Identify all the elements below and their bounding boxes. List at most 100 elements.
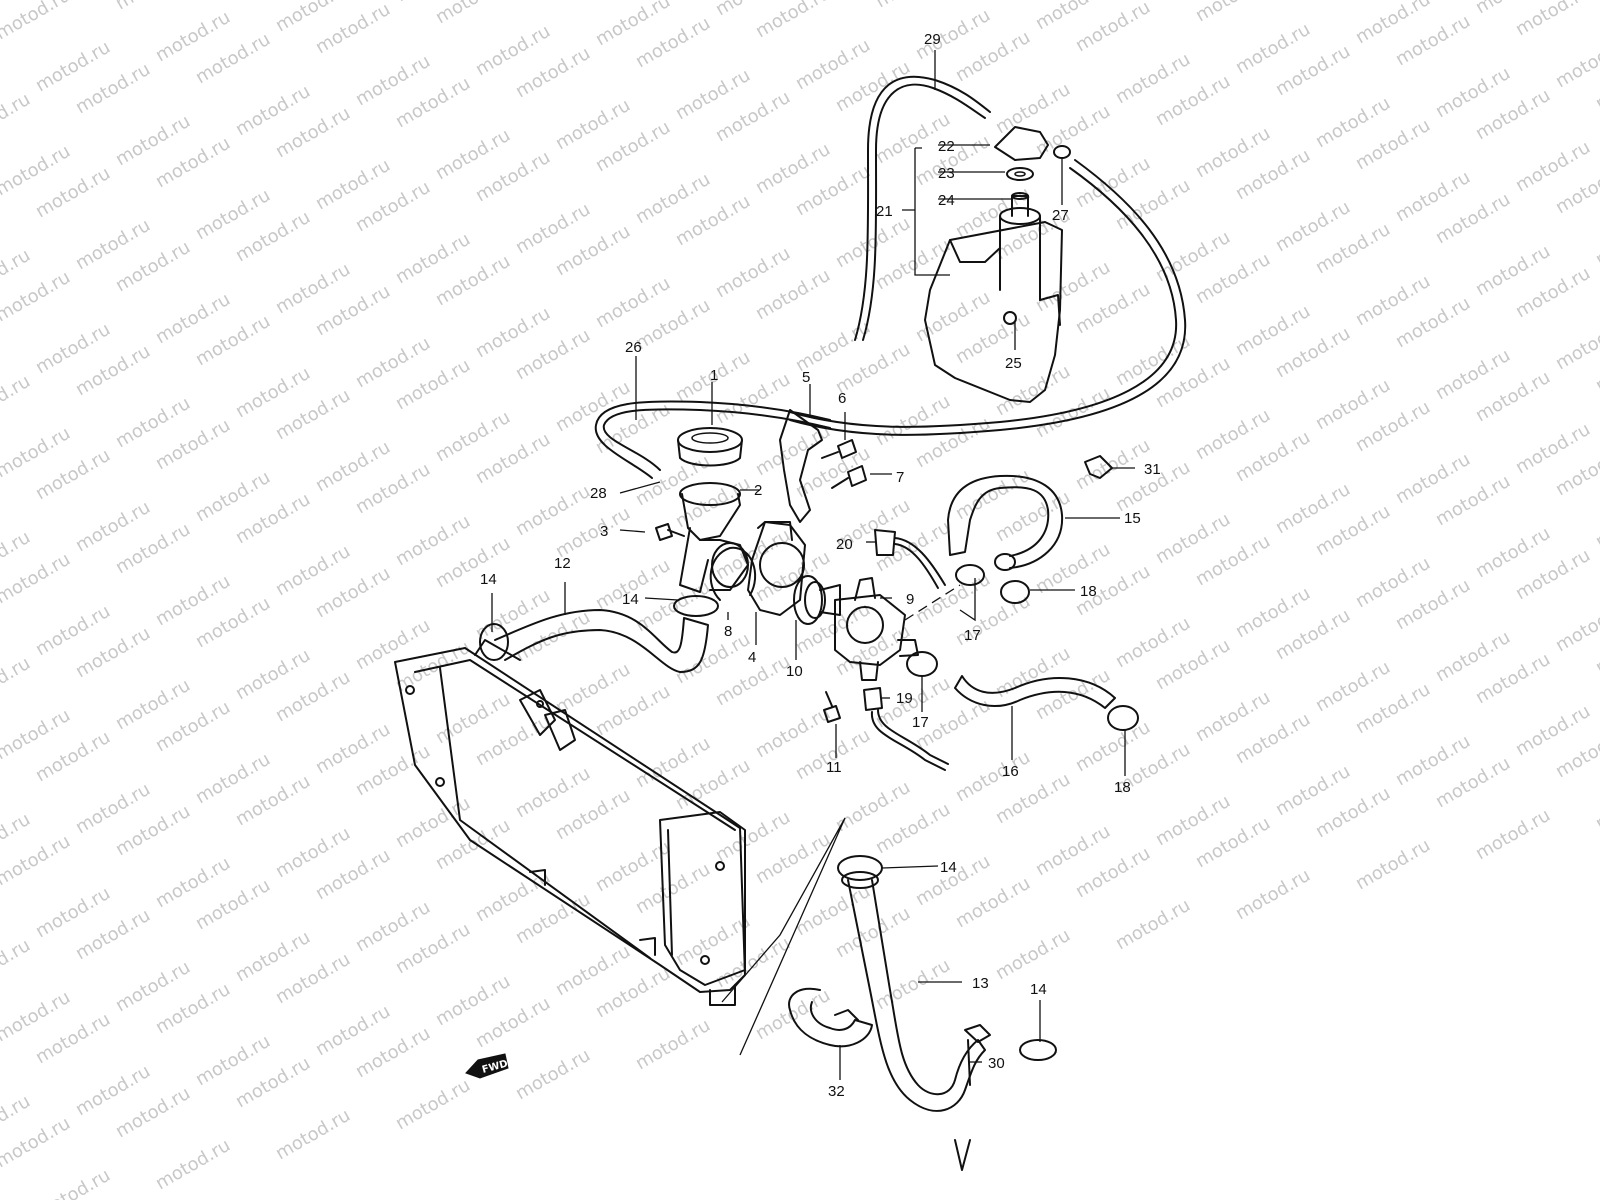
bolt bbox=[821, 439, 857, 459]
callout-24: 24 bbox=[938, 192, 955, 209]
watermark-text: motod.ru bbox=[752, 0, 834, 42]
hose-clamp bbox=[673, 595, 719, 617]
filler-neck bbox=[679, 482, 749, 593]
callout-7: 7 bbox=[896, 469, 904, 486]
callout-17: 17 bbox=[964, 627, 981, 644]
callout-14d: 14 bbox=[1030, 981, 1047, 998]
hose-protector bbox=[788, 987, 873, 1048]
callout-2: 2 bbox=[754, 482, 762, 499]
callout-30: 30 bbox=[988, 1055, 1005, 1072]
callout-22: 22 bbox=[938, 138, 955, 155]
callout-28: 28 bbox=[590, 485, 607, 502]
watermark-text: motod.ru bbox=[1472, 805, 1554, 864]
watermark-text: motod.ru bbox=[1112, 895, 1194, 954]
watermark-text: motod.ru bbox=[0, 89, 34, 148]
watermark-text: motod.ru bbox=[1552, 33, 1600, 92]
watermark-text: motod.ru bbox=[0, 371, 34, 430]
hose-clamp bbox=[837, 855, 883, 881]
callout-11: 11 bbox=[826, 759, 842, 776]
watermark-text: motod.ru bbox=[632, 1015, 714, 1074]
radiator-hose bbox=[494, 609, 709, 673]
callout-18: 18 bbox=[1080, 583, 1097, 600]
watermark-text: motod.ru bbox=[872, 0, 954, 12]
watermark-text: motod.ru bbox=[0, 0, 74, 44]
callout-8: 8 bbox=[724, 623, 732, 640]
hose-clamp bbox=[906, 651, 938, 677]
callout-16: 16 bbox=[1002, 763, 1019, 780]
callout-32: 32 bbox=[828, 1083, 845, 1100]
callout-18b: 18 bbox=[1114, 779, 1131, 796]
watermark-text: motod.ru bbox=[1192, 0, 1274, 26]
callout-19: 19 bbox=[896, 690, 913, 707]
bracket bbox=[779, 409, 823, 523]
assembly-line bbox=[904, 584, 961, 621]
watermark-text: motod.ru bbox=[1592, 211, 1600, 270]
watermark-text: motod.ru bbox=[1232, 865, 1314, 924]
thermostat-cover bbox=[747, 521, 806, 616]
callout-numbers: 1 2 3 4 5 6 7 8 9 10 11 12 13 14 14 14 1… bbox=[480, 31, 1161, 1100]
radiator bbox=[394, 639, 746, 1006]
hose bbox=[602, 408, 831, 471]
callout-6: 6 bbox=[838, 390, 846, 407]
callout-21: 21 bbox=[876, 203, 893, 220]
callout-29: 29 bbox=[924, 31, 941, 48]
watermark-text: motod.ru bbox=[512, 1045, 594, 1104]
watermark-text: motod.ru bbox=[1592, 775, 1600, 834]
callout-1: 1 bbox=[710, 367, 718, 384]
overflow-hose bbox=[789, 159, 1187, 436]
leader-lines bbox=[491, 50, 1135, 1080]
forward-arrow-icon: FWD bbox=[465, 1053, 509, 1079]
callout-3: 3 bbox=[600, 523, 608, 540]
callout-15: 15 bbox=[1124, 510, 1141, 527]
watermark-text: motod.ru bbox=[0, 653, 34, 712]
hose-clamp bbox=[1000, 580, 1030, 604]
callout-17b: 17 bbox=[912, 714, 929, 731]
callout-14: 14 bbox=[480, 571, 497, 588]
callout-27: 27 bbox=[1052, 207, 1069, 224]
temperature-sensor bbox=[874, 529, 946, 589]
watermark-text: motod.ru bbox=[872, 955, 954, 1014]
watermark-text: motod.ru bbox=[0, 935, 34, 994]
callout-10: 10 bbox=[786, 663, 803, 680]
callout-9: 9 bbox=[906, 591, 914, 608]
callout-20: 20 bbox=[836, 536, 853, 553]
watermark-text: motod.ru bbox=[1552, 315, 1600, 374]
gasket bbox=[709, 546, 757, 601]
lower-radiator-hose bbox=[847, 879, 986, 1112]
callout-31: 31 bbox=[1144, 461, 1161, 478]
watermark-text: motod.ru bbox=[272, 1105, 354, 1164]
bolt bbox=[655, 523, 685, 541]
callout-4: 4 bbox=[748, 649, 756, 666]
watermark-text: motod.ru bbox=[32, 1165, 114, 1200]
watermark-text: motod.ru bbox=[1512, 0, 1594, 40]
callout-5: 5 bbox=[802, 369, 810, 386]
callout-14c: 14 bbox=[940, 859, 957, 876]
hose-clamp bbox=[1019, 1039, 1057, 1061]
hose-clip bbox=[1084, 455, 1113, 479]
watermark-text: motod.ru bbox=[992, 925, 1074, 984]
breather-hose bbox=[854, 75, 991, 341]
callout-13: 13 bbox=[972, 975, 989, 992]
callout-26: 26 bbox=[625, 339, 642, 356]
bolt bbox=[823, 691, 841, 723]
reservoir-tank bbox=[924, 192, 1063, 403]
callout-14b: 14 bbox=[622, 591, 639, 608]
watermark-text: motod.ru bbox=[1592, 493, 1600, 552]
watermark-text: motod.ru bbox=[112, 0, 194, 14]
callout-23: 23 bbox=[938, 165, 955, 182]
watermark-text: motod.ru bbox=[392, 1075, 474, 1134]
watermark-text: motod.ru bbox=[152, 1135, 234, 1194]
watermark-text: motod.ru bbox=[1352, 835, 1434, 894]
hose-clamp bbox=[479, 623, 509, 661]
drain-fitting bbox=[954, 1139, 971, 1171]
temperature-sender bbox=[863, 687, 949, 771]
callout-12: 12 bbox=[554, 555, 571, 572]
coolant-hose bbox=[947, 474, 1064, 569]
watermark-text: motod.ru bbox=[432, 0, 514, 28]
hose-clamp bbox=[1107, 705, 1139, 731]
bolt bbox=[831, 465, 867, 489]
hose-clamp bbox=[955, 564, 985, 586]
coolant-hose bbox=[954, 675, 1116, 709]
radiator-cap bbox=[677, 427, 743, 467]
